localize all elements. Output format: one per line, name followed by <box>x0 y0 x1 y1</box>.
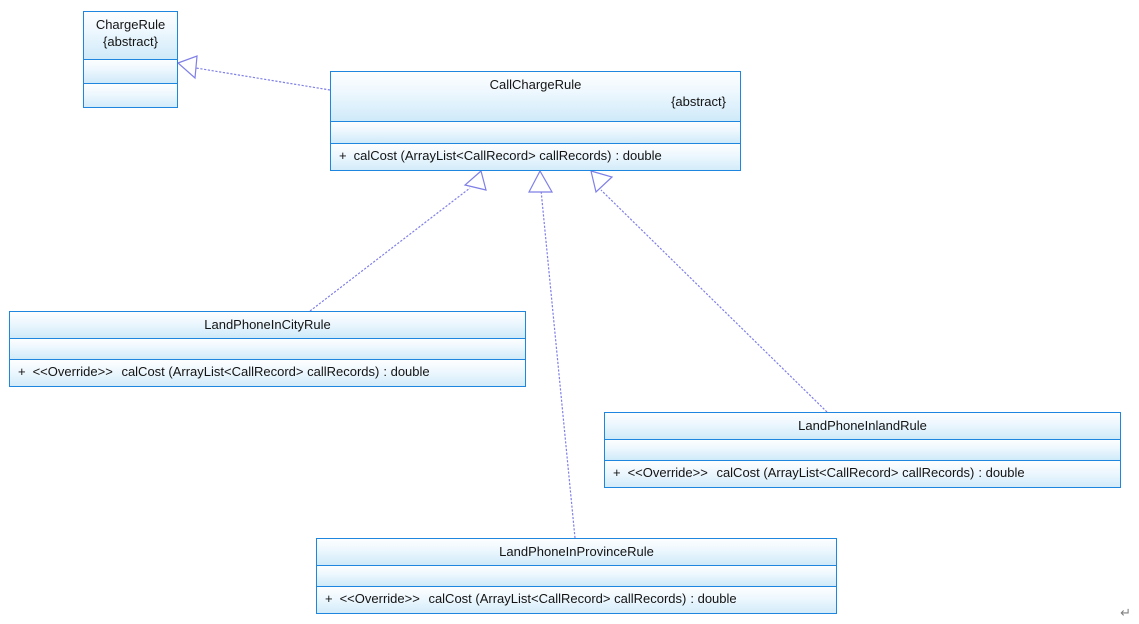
operation-return-type: : double <box>690 591 737 606</box>
class-box-landphoneinprovincerule[interactable]: LandPhoneInProvinceRule + <<Override>> ca… <box>316 538 837 614</box>
class-name-label: CallChargeRule <box>489 77 582 92</box>
operation-stereotype: <<Override>> <box>339 591 420 606</box>
operation-signature: calCost (ArrayList<CallRecord> callRecor… <box>428 591 687 606</box>
operation-stereotype: <<Override>> <box>32 364 113 379</box>
operation-stereotype: <<Override>> <box>627 465 708 480</box>
class-name-compartment: LandPhoneInCityRule <box>10 312 525 339</box>
generalization-line <box>540 189 576 539</box>
operation-visibility: + <box>325 591 333 606</box>
class-operations-compartment: + <<Override>> calCost (ArrayList<CallRec… <box>605 461 1120 487</box>
class-name-compartment: CallChargeRule {abstract} <box>331 72 740 122</box>
class-attributes-compartment <box>84 60 177 84</box>
hollow-triangle-arrowhead <box>590 170 614 194</box>
class-name-compartment: LandPhoneInProvinceRule <box>317 539 836 566</box>
class-name-label: LandPhoneInProvinceRule <box>499 544 654 559</box>
class-box-callchargerule[interactable]: CallChargeRule {abstract} + calCost (Arra… <box>330 71 741 171</box>
class-name-label: LandPhoneInlandRule <box>798 418 927 433</box>
hollow-triangle-arrowhead <box>176 55 198 80</box>
class-attributes-compartment <box>331 122 740 144</box>
operation-row: + <<Override>> calCost (ArrayList<CallRec… <box>325 590 830 607</box>
class-box-landphoneinlandrule[interactable]: LandPhoneInlandRule + <<Override>> calCos… <box>604 412 1121 488</box>
operation-return-type: : double <box>383 364 430 379</box>
operation-signature: calCost (ArrayList<CallRecord> callRecor… <box>121 364 380 379</box>
generalization-landphoneinprovincerule-to-callchargerule[interactable] <box>528 169 576 539</box>
operation-signature: calCost (ArrayList<CallRecord> callRecor… <box>716 465 975 480</box>
generalization-landphoneincityrule-to-callchargerule[interactable] <box>309 169 487 312</box>
operation-row: + <<Override>> calCost (ArrayList<CallRec… <box>613 464 1114 481</box>
class-name-label: ChargeRule <box>95 17 166 32</box>
class-attributes-compartment <box>317 566 836 587</box>
class-name-compartment: LandPhoneInlandRule <box>605 413 1120 440</box>
abstract-marker-label: {abstract} <box>103 34 158 49</box>
operation-return-type: : double <box>615 148 662 163</box>
generalization-callchargerule-to-chargerule[interactable] <box>176 55 331 91</box>
hollow-triangle-arrowhead <box>463 169 487 191</box>
paragraph-return-icon: ↵ <box>1120 605 1131 620</box>
class-box-chargerule[interactable]: ChargeRule {abstract} <box>83 11 178 108</box>
operation-visibility: + <box>339 148 347 163</box>
operation-row: + <<Override>> calCost (ArrayList<CallRec… <box>18 363 519 380</box>
operation-visibility: + <box>613 465 621 480</box>
generalization-landphoneinlandrule-to-callchargerule[interactable] <box>590 170 828 413</box>
generalization-line <box>309 187 471 312</box>
generalization-line <box>195 67 331 91</box>
generalization-line <box>600 189 828 413</box>
class-operations-compartment <box>84 84 177 107</box>
class-attributes-compartment <box>10 339 525 360</box>
operation-signature: calCost (ArrayList<CallRecord> callRecor… <box>353 148 612 163</box>
abstract-marker-label: {abstract} <box>671 94 726 109</box>
class-name-compartment: ChargeRule {abstract} <box>84 12 177 60</box>
operation-visibility: + <box>18 364 26 379</box>
class-operations-compartment: + calCost (ArrayList<CallRecord> callReco… <box>331 144 740 170</box>
class-box-landphoneincityrule[interactable]: LandPhoneInCityRule + <<Override>> calCos… <box>9 311 526 387</box>
class-operations-compartment: + <<Override>> calCost (ArrayList<CallRec… <box>317 587 836 613</box>
class-operations-compartment: + <<Override>> calCost (ArrayList<CallRec… <box>10 360 525 386</box>
operation-return-type: : double <box>978 465 1025 480</box>
hollow-triangle-arrowhead <box>528 169 554 193</box>
class-attributes-compartment <box>605 440 1120 461</box>
class-name-label: LandPhoneInCityRule <box>204 317 331 332</box>
operation-row: + calCost (ArrayList<CallRecord> callReco… <box>339 147 734 164</box>
